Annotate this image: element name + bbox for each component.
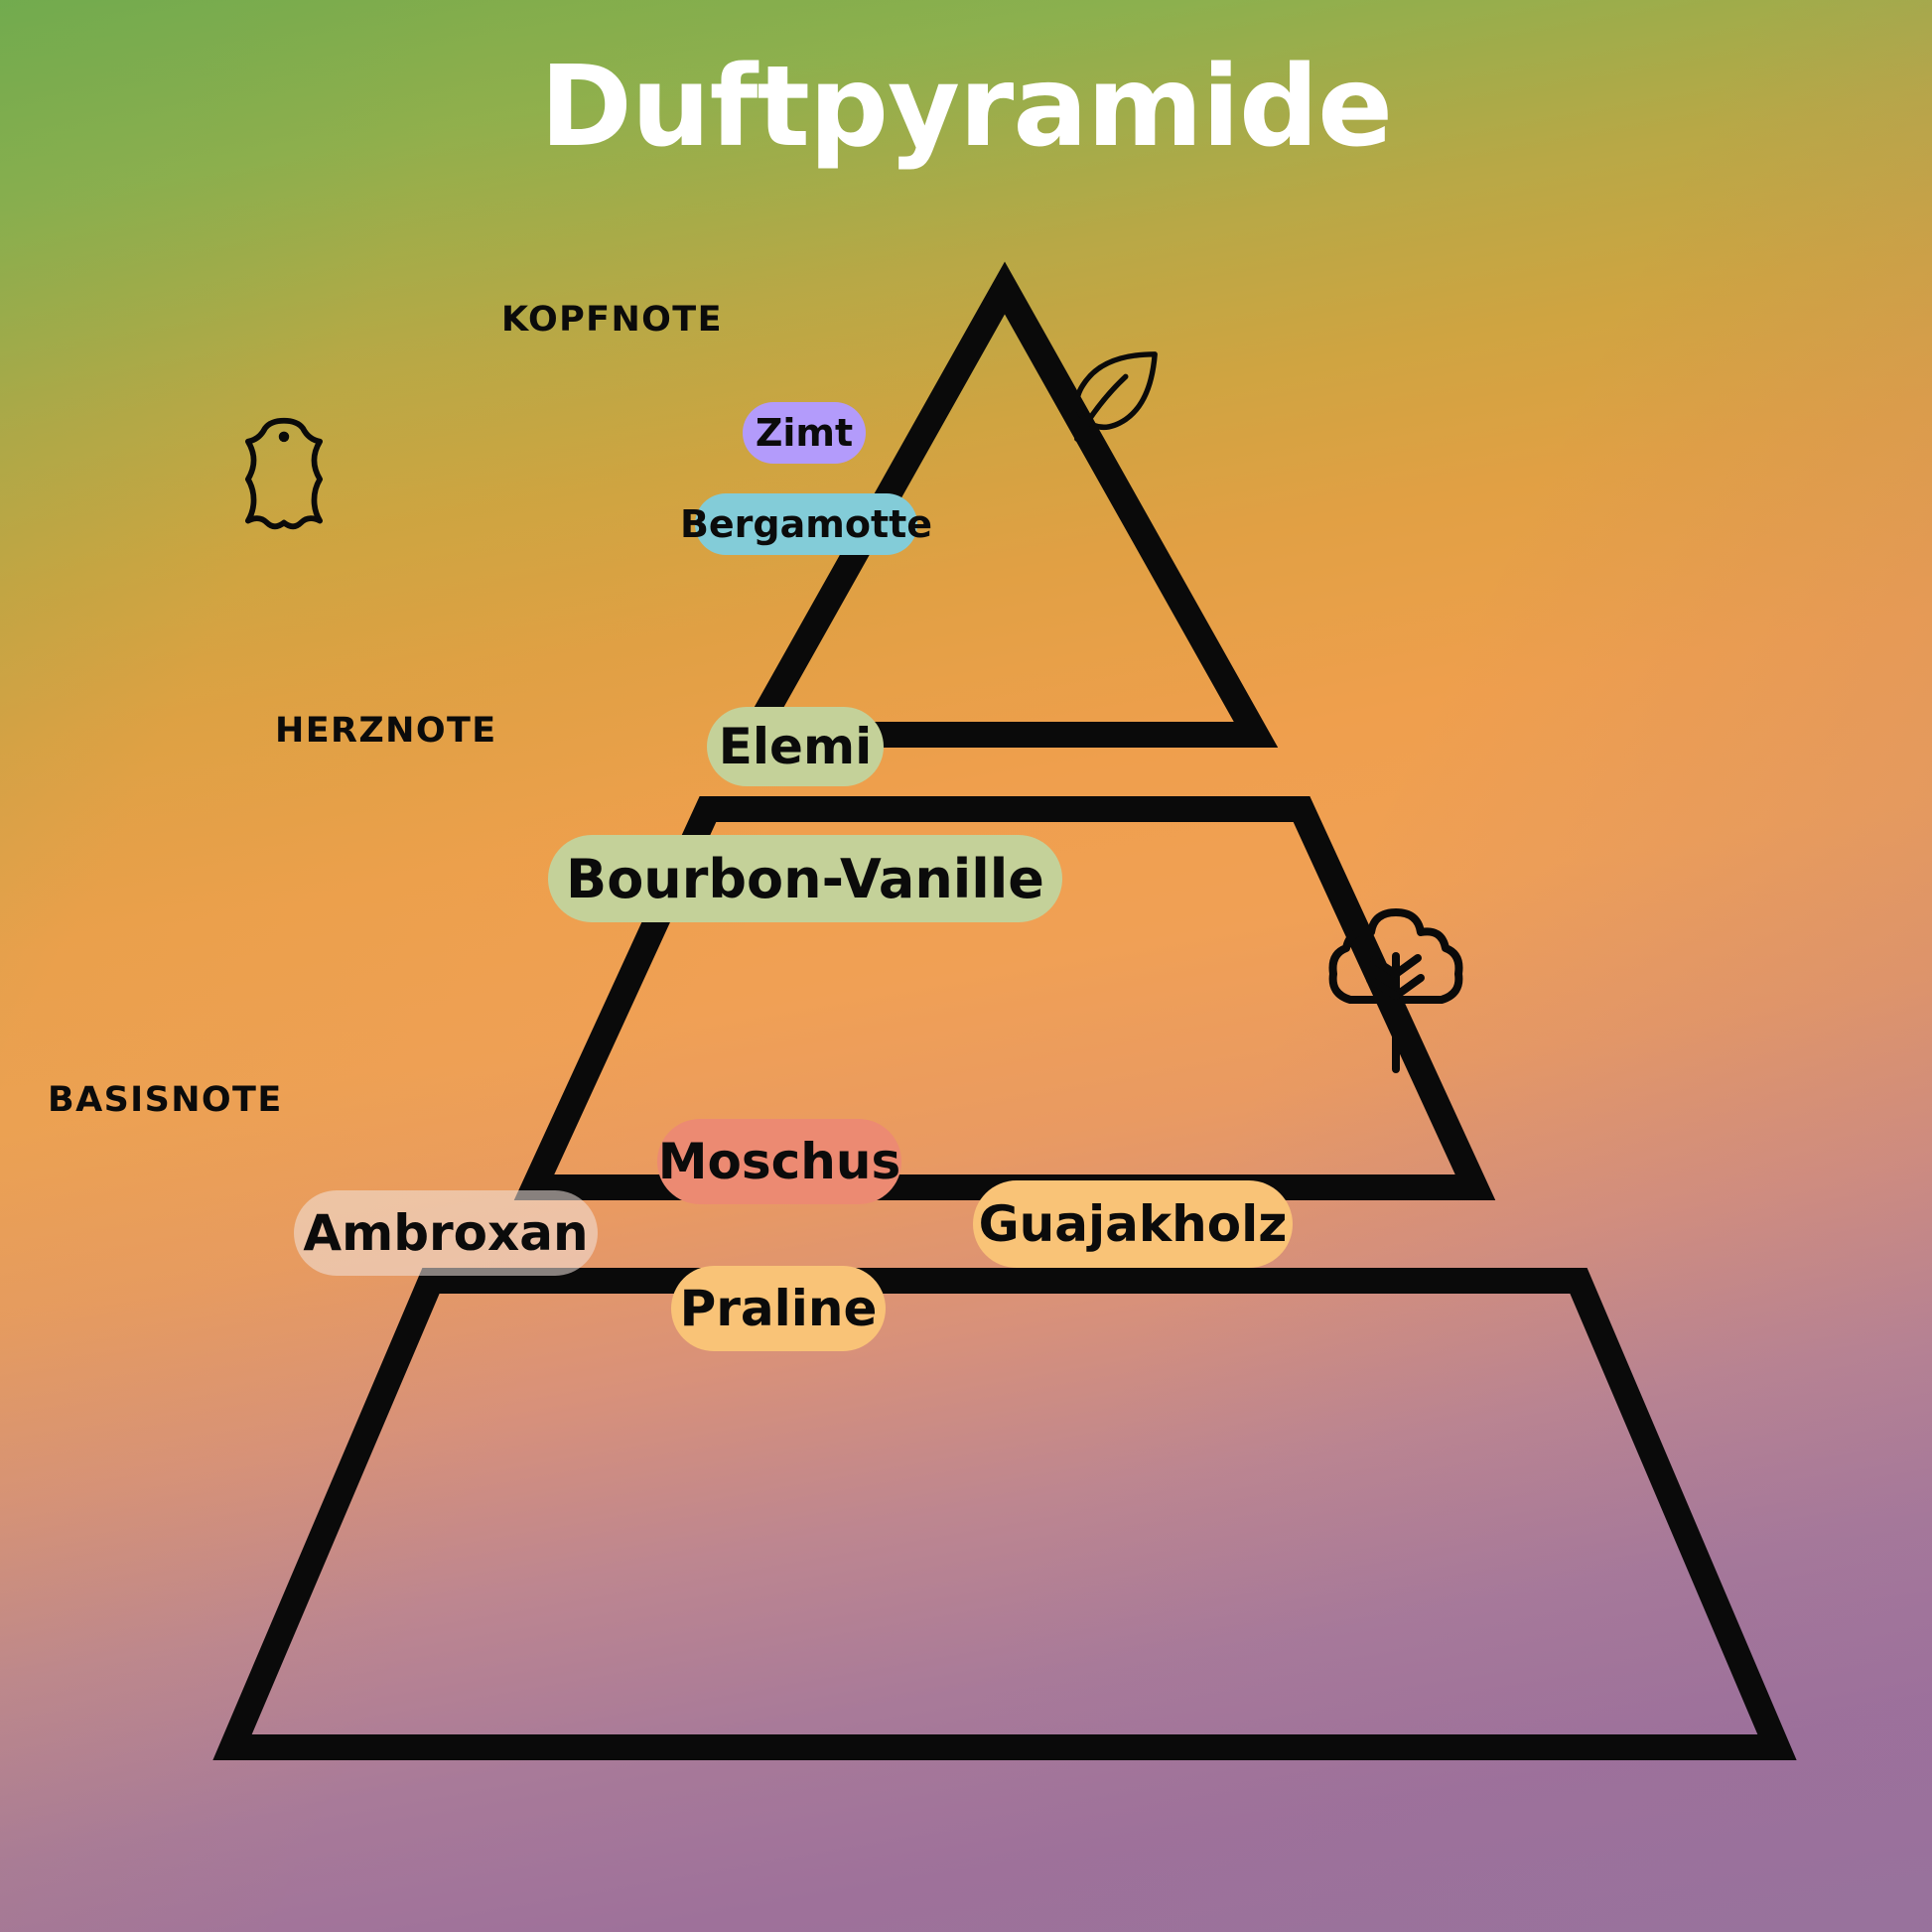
tree-icon [1326,898,1465,1077]
tier-label-herznote: HERZNOTE [275,711,497,751]
tier-label-basisnote: BASISNOTE [48,1080,283,1120]
note-pill-elemi[interactable]: Elemi [707,707,884,786]
leather-hide-icon [236,415,332,532]
leaf-icon [1065,345,1167,443]
note-pill-moschus[interactable]: Moschus [657,1119,901,1204]
note-pill-praline[interactable]: Praline [671,1266,886,1351]
note-pill-bergamotte[interactable]: Bergamotte [680,493,932,555]
note-pill-zimt[interactable]: Zimt [743,402,866,464]
note-pill-ambroxan[interactable]: Ambroxan [294,1190,598,1276]
tier-label-kopfnote: KOPFNOTE [501,300,723,340]
page-title: Duftpyramide [539,43,1393,172]
note-pill-bourbon-vanille[interactable]: Bourbon-Vanille [548,835,1062,922]
note-pill-guajakholz[interactable]: Guajakholz [973,1180,1293,1268]
pyramid-tier-heart-shape [513,796,1496,1200]
pyramid-tier-base-shape [212,1268,1797,1760]
